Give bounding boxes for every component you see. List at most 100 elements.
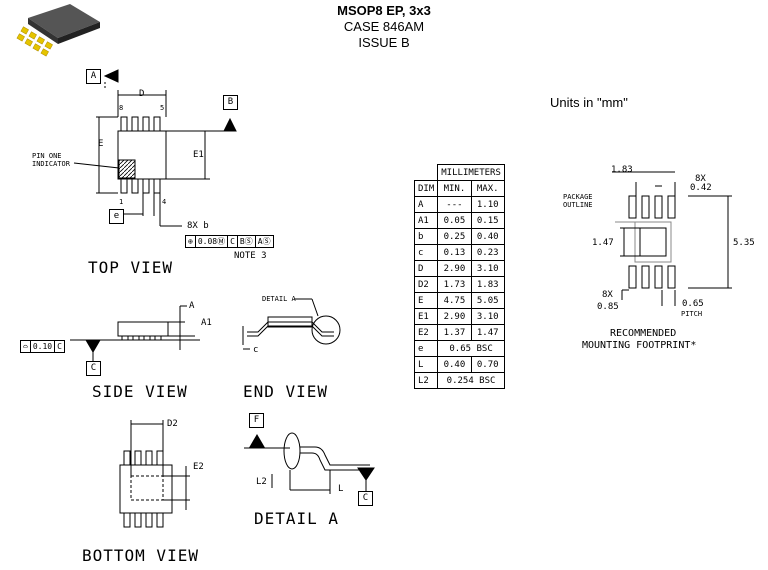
table-cell-min: 0.13 bbox=[437, 244, 472, 261]
table-cell-dim: D2 bbox=[413, 276, 439, 293]
footprint-pitch-label: PITCH bbox=[681, 310, 703, 318]
dim-a1-label: A1 bbox=[201, 318, 212, 328]
table-cell-max: 0.40 bbox=[470, 228, 505, 245]
fcf-tolerance: 0.08Ⓜ bbox=[196, 236, 229, 247]
package-photo bbox=[16, 4, 100, 57]
lead-width-label: 8X b bbox=[187, 221, 209, 231]
detail-a-ref-label: DETAIL A bbox=[262, 295, 296, 303]
table-cell-max: 0.70 bbox=[470, 356, 505, 373]
footprint-title-1: RECOMMENDED bbox=[610, 328, 677, 339]
top-view-drawing bbox=[73, 69, 237, 227]
millimeters-header: MILLIMETERS bbox=[437, 164, 505, 181]
table-cell-min: 2.90 bbox=[437, 260, 472, 277]
footprint-width-042: 0.42 bbox=[690, 183, 712, 193]
col-min: MIN. bbox=[437, 180, 472, 197]
table-cell-dim: E1 bbox=[413, 308, 439, 325]
dim-d2-label: D2 bbox=[167, 419, 178, 429]
footprint-width-183: 1.83 bbox=[611, 165, 633, 175]
table-cell-max: 0.23 bbox=[470, 244, 505, 261]
fcf-datum-c: C bbox=[228, 236, 238, 247]
dim-e-pitch-box: e bbox=[109, 209, 124, 224]
side-view-label: SIDE VIEW bbox=[92, 382, 188, 401]
datum-a-box: A bbox=[86, 69, 101, 84]
datum-c-box-side: C bbox=[86, 361, 101, 376]
table-cell-min: 1.73 bbox=[437, 276, 472, 293]
table-header-row: DIM MIN. MAX. bbox=[413, 180, 505, 197]
units-note: Units in "mm" bbox=[550, 95, 628, 110]
flatness-datum: C bbox=[57, 342, 62, 351]
table-cell-max: 3.10 bbox=[470, 260, 505, 277]
table-cell-min: --- bbox=[437, 196, 472, 213]
footprint-width-085: 0.85 bbox=[597, 302, 619, 312]
pin-8-label: 8 bbox=[119, 104, 124, 112]
dim-e1-label: E1 bbox=[193, 150, 204, 160]
datum-c-box-detail: C bbox=[358, 491, 373, 506]
detail-a-label: DETAIL A bbox=[254, 509, 340, 528]
dim-a-label: A bbox=[189, 301, 195, 311]
footprint-height-535: 5.35 bbox=[733, 238, 755, 248]
dim-d-label: D bbox=[139, 89, 145, 99]
end-view-label: END VIEW bbox=[243, 382, 329, 401]
col-max: MAX. bbox=[470, 180, 505, 197]
table-cell-min: 4.75 bbox=[437, 292, 472, 309]
datum-f-box: F bbox=[249, 413, 264, 428]
table-cell-max: 1.10 bbox=[470, 196, 505, 213]
footprint-drawing bbox=[612, 171, 732, 306]
table-cell-dim: A bbox=[413, 196, 439, 213]
datum-b-box: B bbox=[223, 95, 238, 110]
col-dim: DIM bbox=[413, 180, 439, 197]
dim-l2-label: L2 bbox=[256, 477, 267, 487]
pin-1-label: 1 bbox=[119, 198, 124, 206]
table-cell-dim: E bbox=[413, 292, 439, 309]
table-cell-max: 0.15 bbox=[470, 212, 505, 229]
table-cell-bsc: 0.254 BSC bbox=[437, 372, 505, 389]
case-number: CASE 846AM bbox=[343, 19, 425, 34]
flatness-value: 0.10 bbox=[31, 341, 56, 352]
table-cell-dim: A1 bbox=[413, 212, 439, 229]
table-cell-dim: c bbox=[413, 244, 439, 261]
fcf-datum-a: AⓈ bbox=[257, 237, 271, 246]
detail-a-drawing bbox=[244, 432, 375, 494]
table-cell-min: 0.40 bbox=[437, 356, 472, 373]
footprint-height-147: 1.47 bbox=[592, 238, 614, 248]
table-cell-min: 2.90 bbox=[437, 308, 472, 325]
dim-e-label: E bbox=[98, 139, 104, 149]
bottom-view-label: BOTTOM VIEW bbox=[82, 546, 199, 565]
end-view-drawing bbox=[242, 298, 341, 350]
pin-5-label: 5 bbox=[160, 104, 165, 112]
fcf-datum-b: BⓈ bbox=[238, 236, 256, 247]
dim-l-label: L bbox=[338, 484, 344, 494]
table-cell-bsc: 0.65 BSC bbox=[437, 340, 505, 357]
note-3-label: NOTE 3 bbox=[234, 251, 267, 261]
position-tolerance-frame: ⊕ 0.08Ⓜ C BⓈ AⓈ bbox=[185, 235, 274, 248]
footprint-title-2: MOUNTING FOOTPRINT* bbox=[582, 340, 697, 351]
pin-4-label: 4 bbox=[162, 198, 167, 206]
table-cell-dim: L2 bbox=[413, 372, 439, 389]
footprint-8x-top: 8X bbox=[695, 174, 706, 184]
flatness-icon: ⌓ bbox=[21, 341, 31, 352]
dim-c-label: c bbox=[253, 345, 259, 355]
table-cell-max: 1.47 bbox=[470, 324, 505, 341]
table-cell-max: 1.83 bbox=[470, 276, 505, 293]
table-cell-max: 3.10 bbox=[470, 308, 505, 325]
table-cell-min: 0.05 bbox=[437, 212, 472, 229]
package-title: MSOP8 EP, 3x3 bbox=[337, 3, 431, 18]
flatness-tolerance-frame: ⌓ 0.10 C bbox=[20, 340, 65, 353]
table-group-row: MILLIMETERS bbox=[414, 164, 505, 181]
table-cell-dim: L bbox=[413, 356, 439, 373]
table-cell-dim: e bbox=[413, 340, 439, 357]
table-row: A---1.10 bbox=[413, 196, 505, 213]
position-icon: ⊕ bbox=[186, 236, 196, 247]
